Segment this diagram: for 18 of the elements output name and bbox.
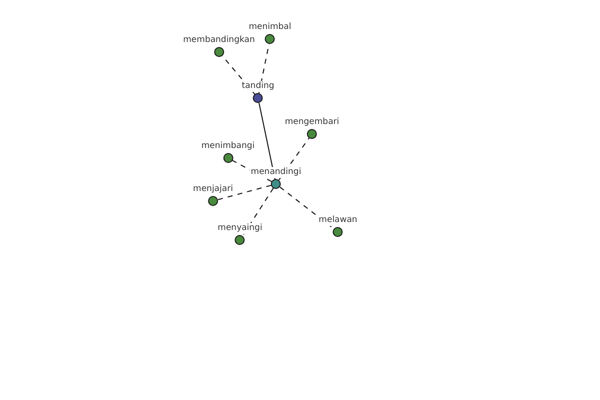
graph-node (284, 117, 340, 139)
node-label: membandingkan (182, 35, 256, 46)
node-label: mengembari (284, 117, 340, 128)
node-label: menyaingi (216, 223, 264, 234)
dashed-line (242, 188, 274, 236)
node-label: melawan (318, 215, 358, 226)
node-label: menandingi (250, 167, 302, 178)
graph-node (192, 184, 234, 206)
graph-node (216, 223, 264, 245)
node-label: tanding (240, 81, 276, 92)
node-label: menimbangi (200, 141, 256, 152)
graph-node (250, 167, 302, 189)
graph-node (240, 81, 276, 103)
dashed-line (217, 184, 272, 200)
graph-node (318, 215, 358, 237)
graph-node (182, 35, 256, 57)
node-label: menjajari (192, 184, 234, 195)
graph-node (200, 141, 256, 163)
